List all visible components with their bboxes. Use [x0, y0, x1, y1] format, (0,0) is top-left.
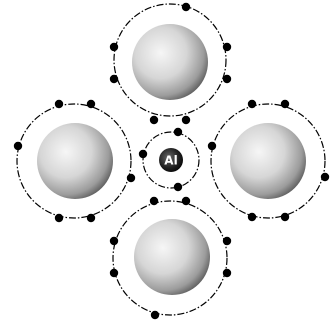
outer-atom-top: [110, 3, 231, 124]
electron: [248, 213, 256, 221]
electron: [182, 3, 190, 11]
electron: [110, 43, 118, 51]
electron: [208, 142, 216, 150]
central-atom-symbol: Al: [164, 154, 177, 168]
electron: [223, 237, 231, 245]
electron: [281, 100, 289, 108]
electron: [139, 150, 147, 158]
electron: [321, 173, 329, 181]
electron: [223, 43, 231, 51]
electron: [174, 183, 182, 191]
electron: [223, 269, 231, 277]
atom-sphere-top: [132, 24, 208, 100]
electron: [127, 174, 135, 182]
electron: [87, 214, 95, 222]
outer-atom-left: [14, 100, 135, 222]
atom-sphere-left: [37, 123, 113, 199]
electron: [87, 100, 95, 108]
electron: [182, 116, 190, 124]
electron: [151, 311, 159, 319]
electron: [55, 214, 63, 222]
atom-sphere-right: [230, 123, 306, 199]
electron: [110, 269, 118, 277]
electron: [182, 197, 190, 205]
electron: [55, 100, 63, 108]
central-atom: Al: [139, 128, 199, 191]
electron: [174, 128, 182, 136]
electron: [223, 75, 231, 83]
electron: [110, 75, 118, 83]
electron: [110, 237, 118, 245]
electron: [248, 100, 256, 108]
outer-atom-right: [208, 100, 329, 221]
electron: [281, 213, 289, 221]
atom-sphere-bottom: [134, 219, 210, 295]
electron: [14, 142, 22, 150]
electron: [150, 197, 158, 205]
electron: [150, 116, 158, 124]
outer-atom-bottom: [110, 197, 231, 319]
